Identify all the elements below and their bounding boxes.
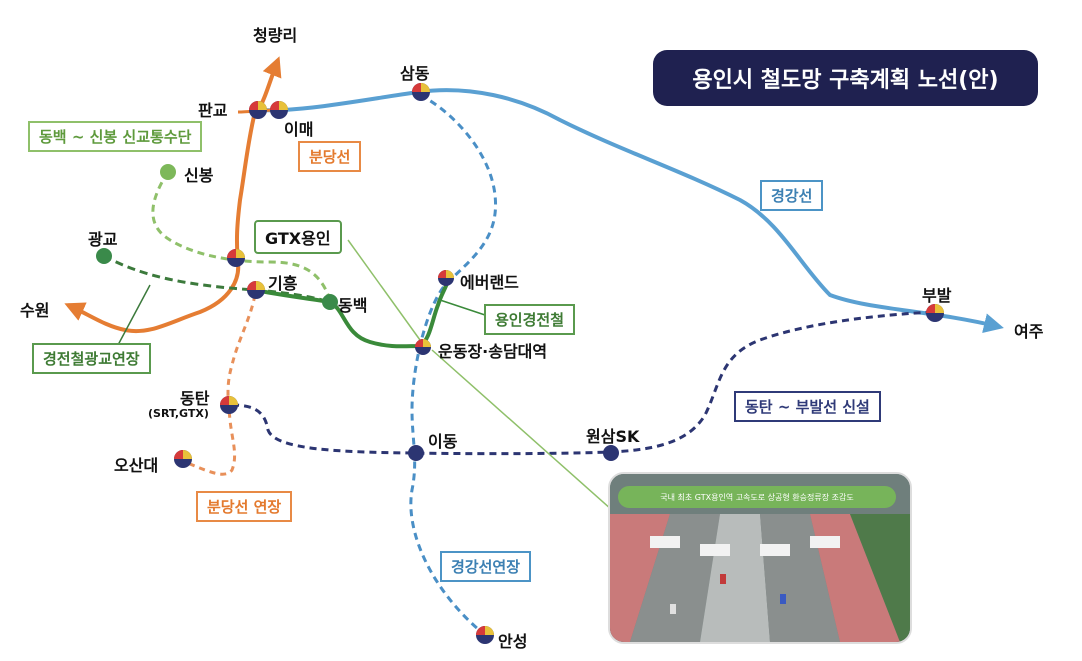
label-gtx-yongin: GTX용인 xyxy=(254,220,342,254)
station-suwon: 수원 xyxy=(20,301,50,320)
rendering-caption: 국내 최초 GTX용인역 고속도로 상공형 환승정류장 조감도 xyxy=(618,486,896,508)
light-label-leader xyxy=(439,299,486,316)
label-dongtan-bubal: 동탄 ~ 부발선 신설 xyxy=(734,391,881,422)
station-cheongnyangni: 청량리 xyxy=(253,26,298,45)
station-dot-icon xyxy=(603,445,619,461)
gtx-leader xyxy=(347,239,421,341)
dongtan-bubal-line xyxy=(231,310,933,456)
label-gyeonggang-ext: 경강선연장 xyxy=(440,551,532,582)
label-gyeonggang: 경강선 xyxy=(760,180,824,211)
transfer-station-icon xyxy=(438,270,454,286)
station-dot-icon xyxy=(96,248,112,264)
station-dot-icon xyxy=(408,445,424,461)
station-pangyo: 판교 xyxy=(198,101,228,120)
station-giheung: 기흥 xyxy=(268,274,298,293)
transfer-station-icon xyxy=(415,339,431,355)
label-bundang: 분당선 xyxy=(298,141,362,172)
transfer-station-icon xyxy=(227,249,245,267)
gwanggyo-label-leader xyxy=(117,284,151,346)
transfer-station-icon xyxy=(247,281,265,299)
station-dot-icon xyxy=(322,294,338,310)
station-osan: 오산대 xyxy=(114,456,159,475)
sinbong-line xyxy=(151,171,332,301)
transfer-station-icon xyxy=(174,450,192,468)
transfer-station-icon xyxy=(270,101,288,119)
yongin-light-line xyxy=(254,277,450,349)
station-dongtan: 동탄 xyxy=(180,389,210,408)
station-anseong: 안성 xyxy=(498,632,528,651)
label-yongin-light-rail: 용인경전철 xyxy=(484,304,576,335)
transfer-station-icon xyxy=(476,626,494,644)
transfer-station-icon xyxy=(926,304,944,322)
gwanggyo-ext-line xyxy=(103,254,331,304)
transfer-station-icon xyxy=(412,83,430,101)
station-samdong: 삼동 xyxy=(400,64,430,83)
station-dongbaek: 동백 xyxy=(338,296,368,315)
station-gwanggyo: 광교 xyxy=(88,230,118,249)
bundang-ext-line xyxy=(184,294,257,476)
map-title: 용인시 철도망 구축계획 노선(안) xyxy=(653,50,1038,106)
station-wonsam: 원삼SK xyxy=(586,427,640,446)
station-undongjang: 운동장·송담대역 xyxy=(438,342,548,361)
station-everland: 에버랜드 xyxy=(460,273,519,292)
station-imae: 이매 xyxy=(284,120,314,139)
gyeonggang-line xyxy=(257,88,1004,333)
transfer-station-icon xyxy=(220,396,238,414)
transfer-station-icon xyxy=(249,101,267,119)
label-gyeongjeon-gwanggyo: 경전철광교연장 xyxy=(32,343,151,374)
station-idong: 이동 xyxy=(428,432,458,451)
station-dot-icon xyxy=(160,164,176,180)
inset-leader xyxy=(431,349,613,511)
bundang-line xyxy=(64,111,257,334)
station-sinbong: 신봉 xyxy=(184,166,214,185)
gtx-station-rendering: 국내 최초 GTX용인역 고속도로 상공형 환승정류장 조감도 xyxy=(608,472,912,644)
station-bubal: 부발 xyxy=(922,286,952,305)
station-yeoju: 여주 xyxy=(1014,322,1044,341)
station-dongtan-sub: (SRT,GTX) xyxy=(148,407,209,420)
label-dongbaek-sinbong: 동백 ~ 신봉 신교통수단 xyxy=(28,121,203,152)
label-bundang-ext: 분당선 연장 xyxy=(196,491,293,522)
